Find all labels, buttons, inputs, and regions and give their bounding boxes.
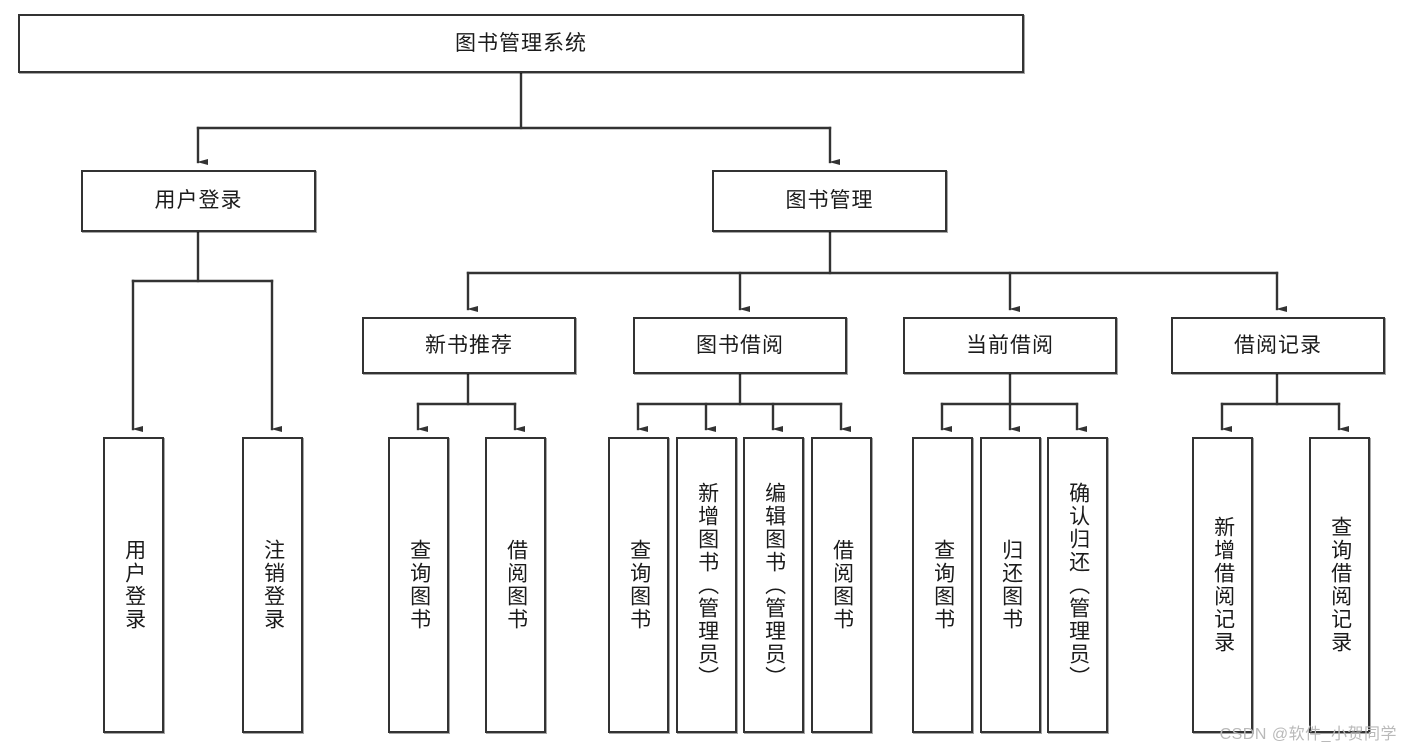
node-current-borrow-label: 当前借阅: [966, 333, 1054, 357]
leaf-query-book-borrow[interactable]: 查询图书: [608, 437, 669, 733]
leaf-query-borrow-record[interactable]: 查询借阅记录: [1309, 437, 1370, 733]
leaf-logout[interactable]: 注销登录: [242, 437, 303, 733]
leaf-add-borrow-record[interactable]: 新增借阅记录: [1192, 437, 1253, 733]
leaf-borrow-book-new[interactable]: 借阅图书: [485, 437, 546, 733]
leaf-add-book-admin-label: 新增图书（管理员）: [695, 481, 719, 689]
leaf-borrow-book-new-label: 借阅图书: [504, 539, 528, 631]
node-new-book-recommend[interactable]: 新书推荐: [362, 317, 576, 374]
leaf-query-book-current[interactable]: 查询图书: [912, 437, 973, 733]
leaf-add-borrow-record-label: 新增借阅记录: [1211, 516, 1235, 654]
leaf-user-login-label: 用户登录: [122, 539, 146, 631]
node-book-borrow[interactable]: 图书借阅: [633, 317, 847, 374]
node-user-login-label: 用户登录: [154, 189, 243, 213]
node-root-label: 图书管理系统: [455, 31, 587, 55]
leaf-query-book-borrow-label: 查询图书: [627, 539, 651, 631]
leaf-confirm-return-admin[interactable]: 确认归还（管理员）: [1047, 437, 1108, 733]
leaf-query-book-new[interactable]: 查询图书: [388, 437, 449, 733]
node-root[interactable]: 图书管理系统: [18, 14, 1024, 73]
leaf-edit-book-admin[interactable]: 编辑图书（管理员）: [743, 437, 804, 733]
node-book-management-label: 图书管理: [785, 189, 874, 213]
leaf-logout-label: 注销登录: [261, 539, 285, 631]
leaf-query-book-new-label: 查询图书: [407, 539, 431, 631]
leaf-add-book-admin[interactable]: 新增图书（管理员）: [676, 437, 737, 733]
node-borrow-records[interactable]: 借阅记录: [1171, 317, 1385, 374]
leaf-edit-book-admin-label: 编辑图书（管理员）: [762, 481, 786, 689]
leaf-borrow-book-label: 借阅图书: [830, 539, 854, 631]
leaf-return-book[interactable]: 归还图书: [980, 437, 1041, 733]
leaf-query-borrow-record-label: 查询借阅记录: [1328, 516, 1352, 654]
node-borrow-records-label: 借阅记录: [1234, 333, 1322, 357]
node-book-borrow-label: 图书借阅: [696, 333, 784, 357]
node-book-management[interactable]: 图书管理: [712, 170, 947, 232]
leaf-borrow-book[interactable]: 借阅图书: [811, 437, 872, 733]
leaf-user-login[interactable]: 用户登录: [103, 437, 164, 733]
leaf-confirm-return-admin-label: 确认归还（管理员）: [1066, 481, 1090, 689]
node-new-book-recommend-label: 新书推荐: [425, 333, 513, 357]
node-user-login[interactable]: 用户登录: [81, 170, 316, 232]
leaf-query-book-current-label: 查询图书: [931, 539, 955, 631]
leaf-return-book-label: 归还图书: [999, 539, 1023, 631]
node-current-borrow[interactable]: 当前借阅: [903, 317, 1117, 374]
